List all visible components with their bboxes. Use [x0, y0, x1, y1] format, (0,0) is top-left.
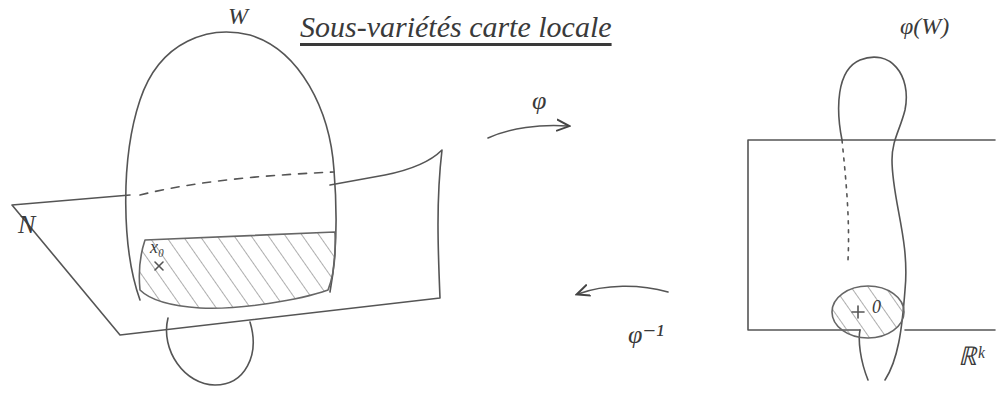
hatched-region [139, 232, 335, 308]
phi-arrow [488, 126, 568, 139]
origin-label: 0 [872, 298, 881, 316]
intersection-dashed [140, 172, 334, 195]
plane-n [12, 150, 442, 335]
x0-cross-b [155, 262, 163, 270]
disc-around-0 [832, 286, 904, 338]
phi-w-below-dotted [842, 140, 849, 260]
space-label: ℝᵏ [958, 344, 984, 370]
map-label: φ⁻¹ [628, 322, 664, 348]
point-label: x₀ [150, 238, 164, 256]
map-label: φ [532, 88, 546, 114]
phi-inverse-arrow [578, 286, 668, 294]
image-label: φ(W) [900, 14, 949, 38]
region-label: W [228, 4, 248, 28]
manifold-label: N [18, 212, 35, 238]
title: Sous-variétés carte locale [300, 12, 612, 42]
x0-cross-a [155, 262, 163, 270]
zero-cross-b [852, 311, 864, 313]
